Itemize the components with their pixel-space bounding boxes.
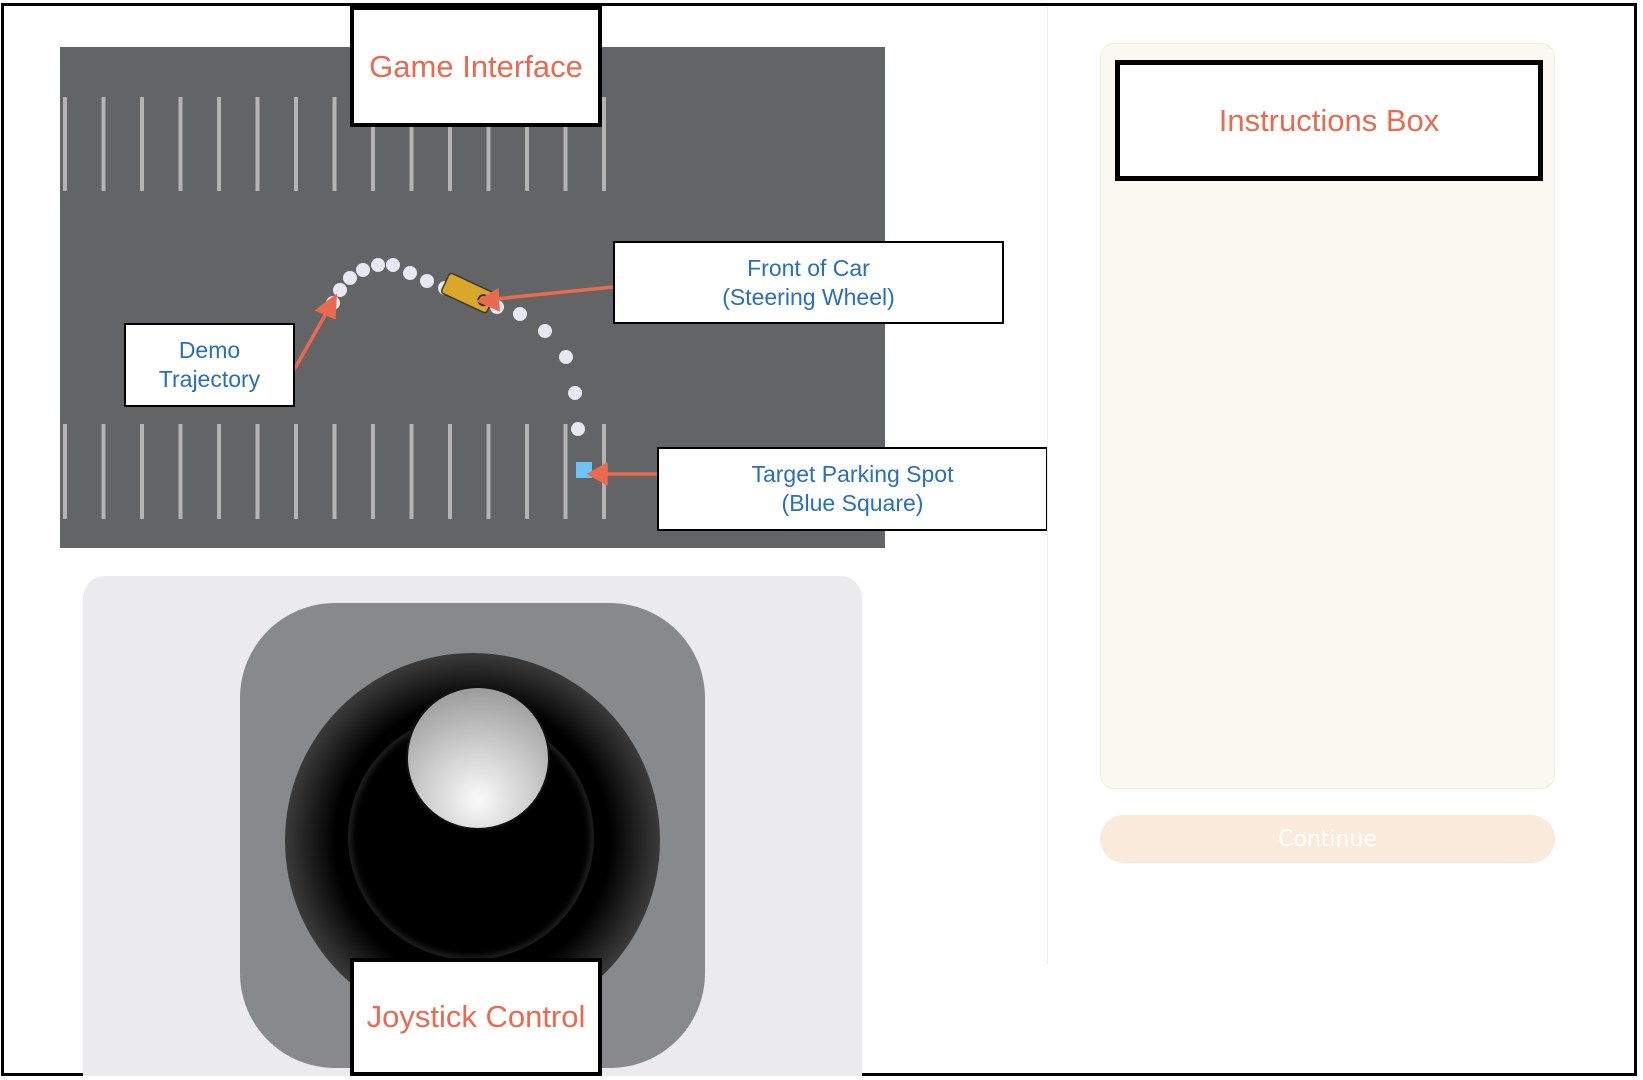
front-of-car-line1: Front of Car — [747, 254, 870, 281]
annotation-arrows — [292, 285, 657, 486]
demo-trajectory-line1: Demo — [178, 337, 241, 364]
trajectory-dot — [571, 422, 585, 436]
joystick-base — [240, 603, 705, 1068]
column-divider — [1047, 6, 1048, 964]
front-of-car-line2: (Steering Wheel) — [722, 283, 895, 310]
trajectory-dot — [356, 263, 370, 277]
joystick-control-label: Joystick Control — [350, 958, 602, 1076]
trajectory-dot — [371, 258, 385, 272]
trajectory-dot — [333, 283, 347, 297]
continue-button[interactable]: Continue — [1100, 815, 1555, 863]
trajectory-dot — [568, 386, 582, 400]
target-parking-spot-label: Target Parking Spot(Blue Square) — [657, 447, 1048, 531]
trajectory-dot — [403, 266, 417, 280]
joystick-knob[interactable] — [408, 688, 548, 828]
demo-trajectory-line2: Trajectory — [158, 366, 261, 392]
trajectory-dot — [386, 258, 400, 272]
trajectory-dot — [538, 324, 552, 338]
trajectory-dot — [420, 274, 434, 288]
instructions-box-label: Instructions Box — [1115, 60, 1543, 181]
target-line2: (Blue Square) — [781, 490, 924, 516]
trajectory-dot — [343, 271, 357, 285]
front-of-car-label: Front of Car(Steering Wheel) — [613, 241, 1004, 324]
trajectory-dot — [513, 307, 527, 321]
trajectory-dot — [559, 350, 573, 364]
game-interface-label: Game Interface — [350, 6, 602, 127]
target-line1: Target Parking Spot — [751, 461, 954, 488]
